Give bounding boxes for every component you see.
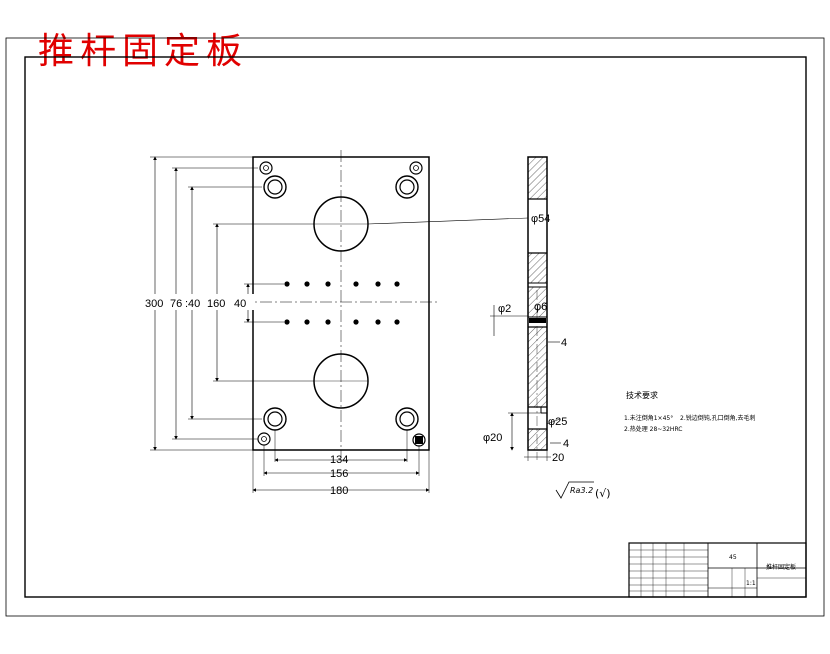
dim-cb-depth: 4 [563,438,569,450]
svg-text:(√): (√) [595,487,611,500]
section-view [527,156,548,460]
svg-text:Ra3.2: Ra3.2 [570,486,593,495]
outer-border [5,37,825,617]
dim-180: 180 [330,485,348,497]
front-view [240,150,438,458]
dim-bore: φ54 [531,213,550,225]
svg-text:1.未注倒角1×45°: 1.未注倒角1×45° [624,414,673,422]
dim-counterbore: φ25 [548,416,567,428]
dim-160: 160 [207,298,225,310]
dim-140: :40 [185,298,200,310]
drawing-title: 推杆固定板 [38,31,249,72]
svg-text:技术要求: 技术要求 [626,390,658,400]
dim-134: 134 [330,454,348,466]
title-block-scale: 1:1 [746,580,756,587]
dim-thickness: 20 [552,452,564,464]
svg-text:2.锐边倒钝,孔口倒角,去毛刺: 2.锐边倒钝,孔口倒角,去毛刺 [680,414,756,422]
svg-text:2.热处理 28~32HRC: 2.热处理 28~32HRC [624,425,683,433]
dim-300: 300 [145,298,163,310]
title-block-part-name: 推杆固定板 [766,563,796,571]
dim-40: 40 [234,298,246,310]
title-block [628,542,807,598]
dim-156: 156 [330,468,348,480]
dim-pin-head: φ6 [534,301,547,313]
technical-requirements: 技术要求 1.未注倒角1×45° 2.锐边倒钝,孔口倒角,去毛刺 2.热处理 2… [624,390,756,433]
roughness-symbol: Ra3.2 (√) [555,481,611,500]
dim-pin-small: φ2 [498,303,511,315]
dim-through: φ20 [483,432,502,444]
inner-border [24,56,807,598]
dim-pin-depth: 4 [561,337,567,349]
dim-76: 76 [170,298,182,310]
title-block-material: 45 [729,554,737,561]
